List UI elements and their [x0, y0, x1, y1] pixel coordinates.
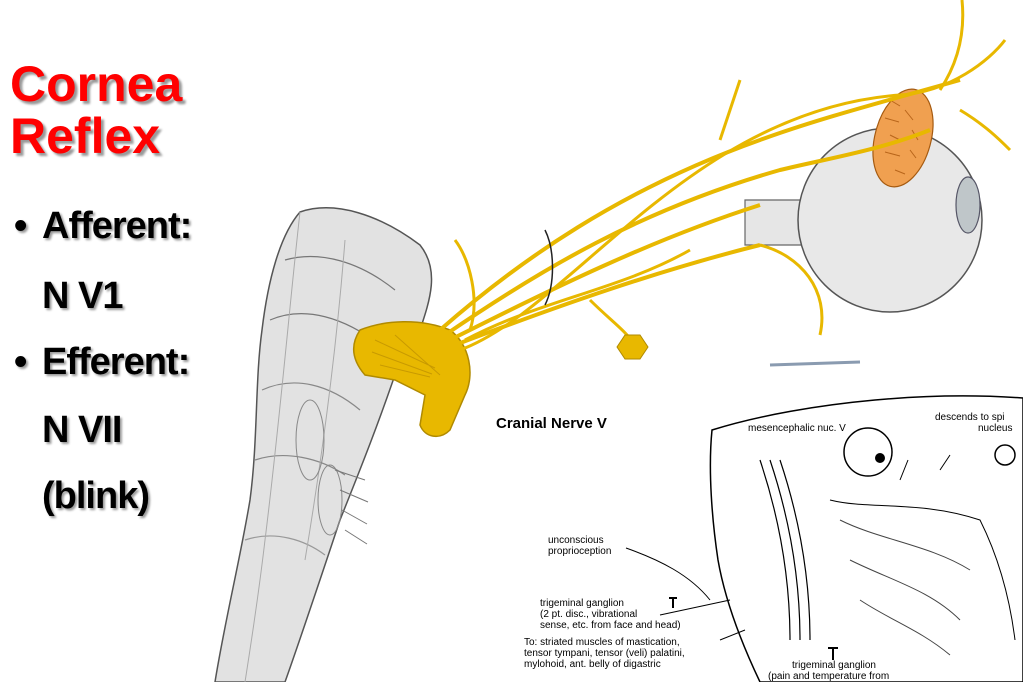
label-to-2: tensor tympani, tensor (veli) palatini, — [524, 648, 685, 659]
label-to-1: To: striated muscles of mastication, — [524, 637, 680, 648]
label-tg1-1: trigeminal ganglion — [540, 598, 624, 609]
bullet-dot: • — [14, 341, 27, 383]
figure-caption: Cranial Nerve V — [496, 415, 607, 432]
bullet-dot: • — [14, 205, 27, 247]
efferent-value: N VII — [42, 409, 122, 451]
label-descends-1: descends to spi — [935, 412, 1005, 423]
title-line-1: Cornea — [10, 56, 183, 112]
bullet-efferent: • Efferent: — [14, 341, 190, 384]
label-tg1-3: sense, etc. from face and head) — [540, 620, 681, 631]
efferent-note: (blink) — [42, 475, 150, 517]
label-to-3: mylohoid, ant. belly of digastric — [524, 659, 661, 670]
label-tg2-2: (pain and temperature from — [768, 671, 889, 682]
bullet-afferent: • Afferent: — [14, 205, 192, 248]
label-unconscious-2: proprioception — [548, 546, 611, 557]
label-unconscious-1: unconscious — [548, 535, 604, 546]
brainstem-section-diagram — [625, 395, 1023, 682]
label-tg1-2: (2 pt. disc., vibrational — [540, 609, 637, 620]
efferent-label: Efferent: — [42, 341, 190, 383]
title-line-2: Reflex — [10, 108, 161, 164]
eyeball-drawing — [744, 88, 983, 367]
label-tg2-1: trigeminal ganglion — [792, 660, 876, 671]
trigeminal-nerve-drawing — [353, 0, 1012, 437]
afferent-value: N V1 — [42, 275, 123, 317]
slide-title: Cornea Reflex — [10, 58, 182, 162]
label-mesencephalic: mesencephalic nuc. V — [748, 423, 846, 434]
afferent-label: Afferent: — [42, 205, 192, 247]
label-descends-2: nucleus — [978, 423, 1012, 434]
brainstem-drawing — [214, 207, 433, 682]
